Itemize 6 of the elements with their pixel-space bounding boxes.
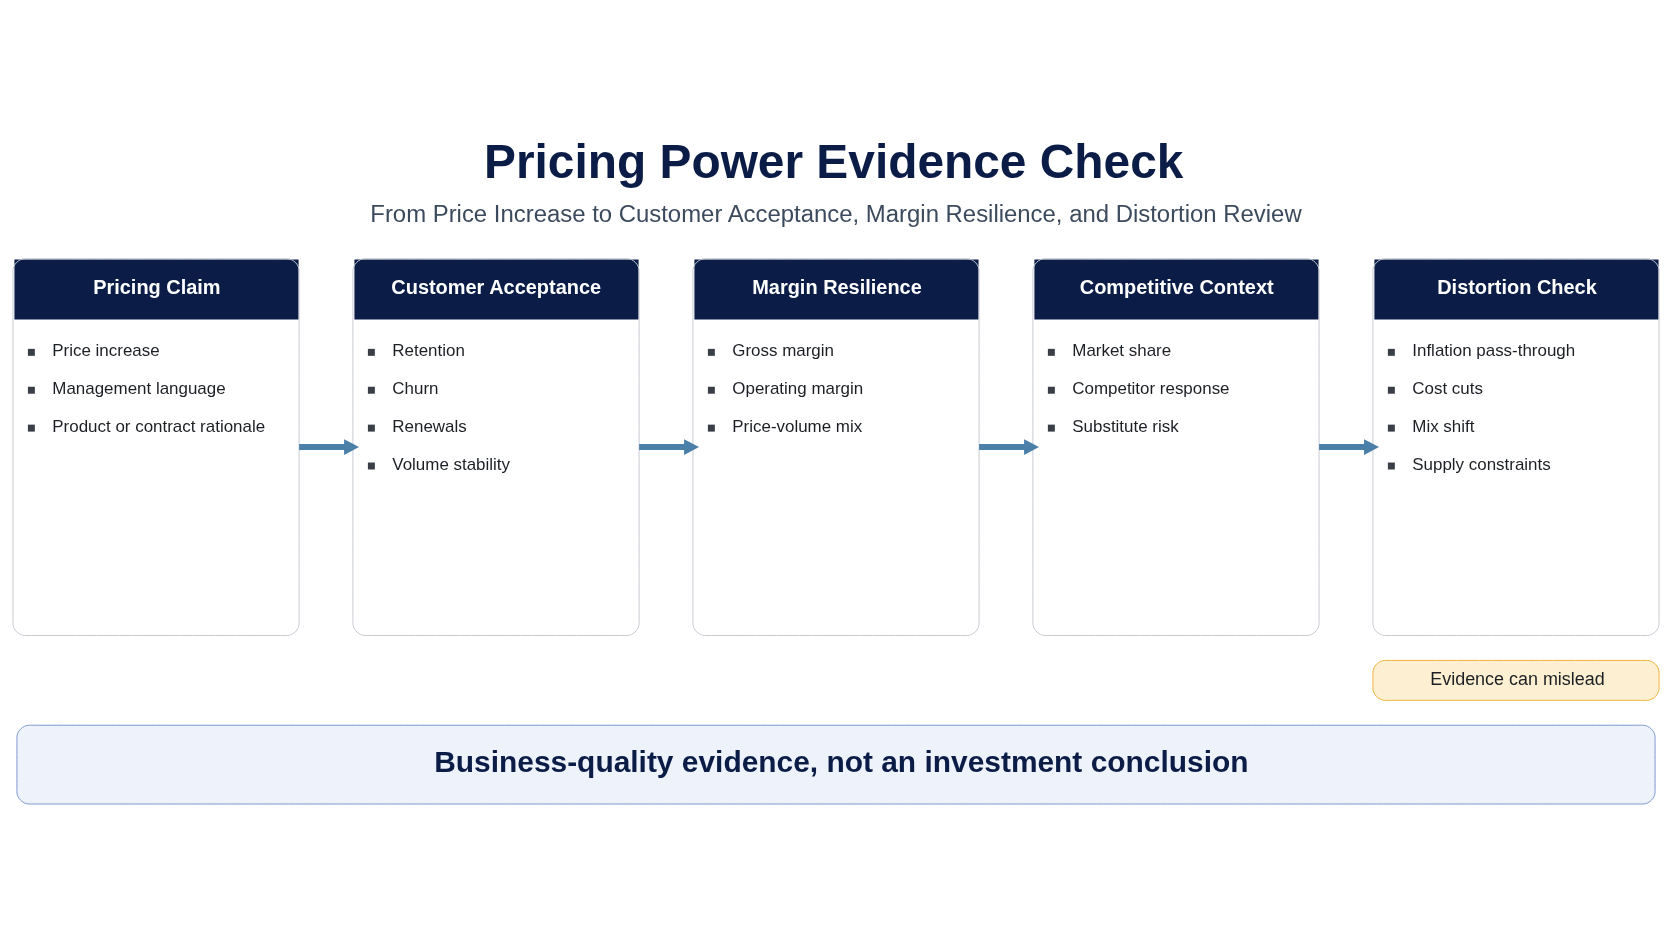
label: From Price Increase to Customer Acceptance, Margin Resilience, and Distortion Review [370, 199, 1302, 227]
arrow [1319, 439, 1379, 455]
arrow [639, 439, 699, 455]
diagram-title: Pricing Power Evidence Check [484, 135, 1184, 189]
arrow [299, 439, 359, 455]
arrow [979, 439, 1039, 455]
